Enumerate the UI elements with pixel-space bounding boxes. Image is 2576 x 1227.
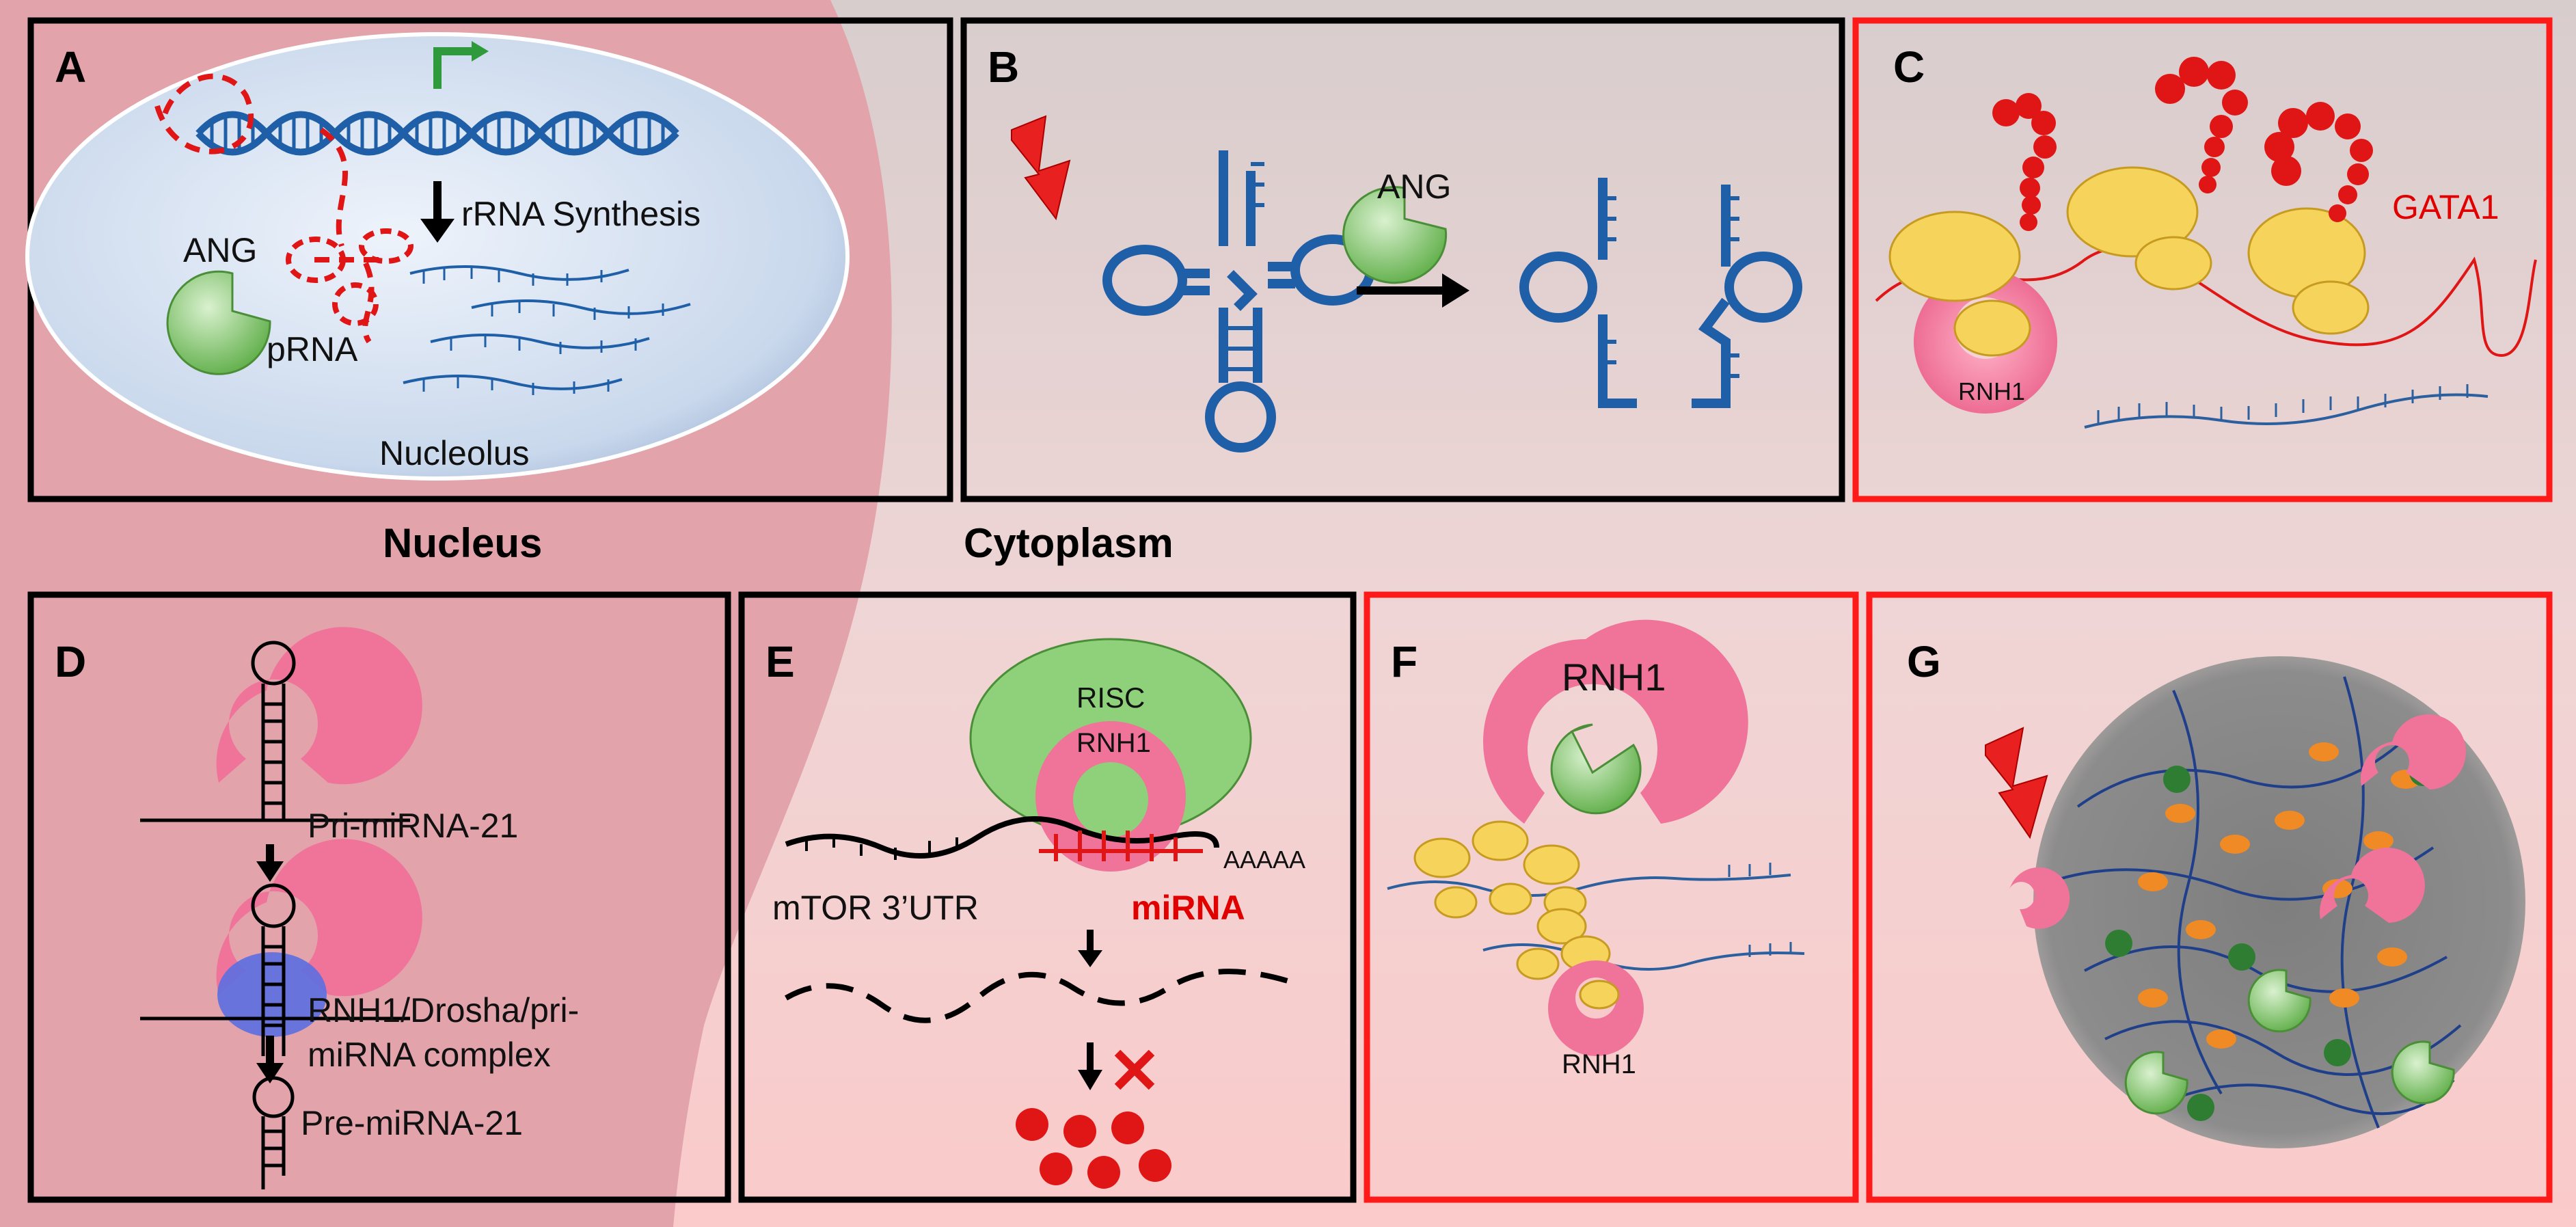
ang-label-b: ANG (1377, 167, 1451, 206)
stress-lightning-icon-g (1985, 727, 2048, 839)
ribosome-small-3 (2292, 280, 2370, 335)
protein-dots (1016, 1108, 1171, 1189)
panel-a-letter: A (55, 42, 86, 92)
rnh1-label-c: RNH1 (1958, 377, 2025, 405)
rnh1-label-e: RNH1 (1076, 728, 1151, 758)
mirna-label: miRNA (1131, 889, 1245, 927)
d-arrow-2-head (256, 1063, 284, 1083)
mtor-utr-ticks (805, 835, 958, 860)
degraded-mrna (785, 969, 1300, 1023)
ang-in-granule-2 (2124, 1051, 2188, 1115)
rnh1-horseshoe-d2 (216, 839, 422, 997)
ang-in-granule-1 (2247, 969, 2311, 1033)
panel-d-letter: D (55, 637, 86, 686)
transcription-arrowhead (472, 41, 489, 62)
ribosome-small-2 (2134, 236, 2212, 291)
nucleolus-label: Nucleolus (379, 434, 530, 472)
transcription-start-arrow (433, 47, 472, 89)
mrna-f-2 (1482, 943, 1805, 971)
pri-mirna-hairpin-2 (140, 883, 410, 1056)
drosha (217, 952, 327, 1037)
rrna-synthesis-label: rRNA Synthesis (461, 195, 701, 233)
rnh1-horseshoe-f (1482, 619, 1748, 824)
panel-b-border (960, 17, 1845, 502)
ribosome-small-1 (1953, 299, 2031, 357)
ribosome-large-1 (1888, 211, 2021, 302)
e-arrow-2-head (1078, 1070, 1102, 1090)
cleavage-arrowhead (1442, 273, 1469, 308)
gata1-label: GATA1 (2392, 188, 2499, 226)
panel-g-border (1866, 591, 2553, 1203)
trna-rungs (1223, 162, 1264, 371)
rrna-ticks (422, 267, 664, 395)
panel-d-border (27, 591, 731, 1203)
pre-mirna-label: Pre-miRNA-21 (301, 1104, 523, 1142)
prna-strand (154, 73, 383, 344)
rnh1-label-f-bottom: RNH1 (1562, 1049, 1636, 1079)
rrna-strands (403, 265, 691, 390)
rnh1-ring-e-hole (1073, 762, 1148, 837)
rnh1-horseshoe-d1 (216, 627, 422, 785)
granule-rna-strands (2050, 676, 2462, 1129)
complex-label-line2: miRNA complex (308, 1036, 551, 1074)
ang-pacman-b (1342, 186, 1448, 284)
mtor-utr-label: mTOR 3’UTR (772, 889, 979, 927)
ang-label-a: ANG (183, 231, 257, 269)
ribosome-large-2 (2066, 166, 2199, 258)
rnh1-in-granule-2 (2319, 848, 2425, 923)
rnh1-in-granule-1 (2360, 714, 2466, 790)
rnh1-label-f-top: RNH1 (1562, 656, 1666, 699)
prna-loop-2 (359, 228, 413, 264)
panel-b-letter: B (988, 42, 1019, 92)
ang-in-granule-3 (2391, 1040, 2455, 1105)
ang-pacman-a (166, 270, 271, 375)
stress-lightning-icon (1011, 115, 1071, 221)
rrna-arrowhead (420, 219, 455, 243)
e-arrow-1-head (1078, 950, 1102, 967)
mrna-c-ticks (2097, 384, 2469, 424)
mrna-f-1 (1387, 874, 1791, 897)
trna-fragment-5 (1519, 178, 1637, 408)
prna-loop-3 (332, 282, 379, 326)
nucleus-label: Nucleus (383, 520, 542, 566)
cytoplasm-label: Cytoplasm (964, 520, 1174, 566)
prna-label: pRNA (267, 330, 358, 368)
ribosome-in-rnh1 (1579, 980, 1620, 1010)
d-arrow-1-head (256, 861, 284, 882)
pri-mirna-hairpin-1 (140, 641, 410, 822)
mirna-pairs (1054, 831, 1178, 861)
panel-f-border (1364, 591, 1859, 1203)
mrna-c (2084, 393, 2489, 429)
panel-e-letter: E (765, 637, 795, 686)
pri-mirna-label: Pri-miRNA-21 (308, 807, 518, 845)
nascent-peptide-chains (1992, 57, 2373, 231)
mrna-f-ticks (1728, 863, 1792, 957)
ang-bound-rnh1 (1550, 723, 1642, 815)
panel-f-letter: F (1391, 637, 1418, 686)
mtor-utr-strand (785, 816, 1219, 859)
pre-mirna-hairpin (252, 1076, 295, 1189)
dna-helix (195, 111, 679, 156)
polya-label: AAAAA (1223, 846, 1305, 874)
panel-c-border (1852, 17, 2553, 502)
trna-fragment-3-rungs (1726, 196, 1739, 378)
panel-e-border (738, 591, 1357, 1203)
gata1-mrna (1875, 247, 2537, 358)
panel-c-letter: C (1893, 42, 1925, 92)
nucleolus-ellipse (25, 32, 850, 481)
prna-loop-1 (286, 237, 346, 283)
panel-g-letter: G (1907, 637, 1941, 686)
rnh1-free-g (2009, 867, 2070, 929)
complex-label-line1: RNH1/Drosha/pri- (308, 991, 579, 1029)
translation-blocked-x-icon (1114, 1049, 1155, 1090)
granule-green-particles (2105, 759, 2437, 1121)
risc-label: RISC (1076, 682, 1145, 714)
trna-fragment-5-rungs (1603, 196, 1616, 364)
